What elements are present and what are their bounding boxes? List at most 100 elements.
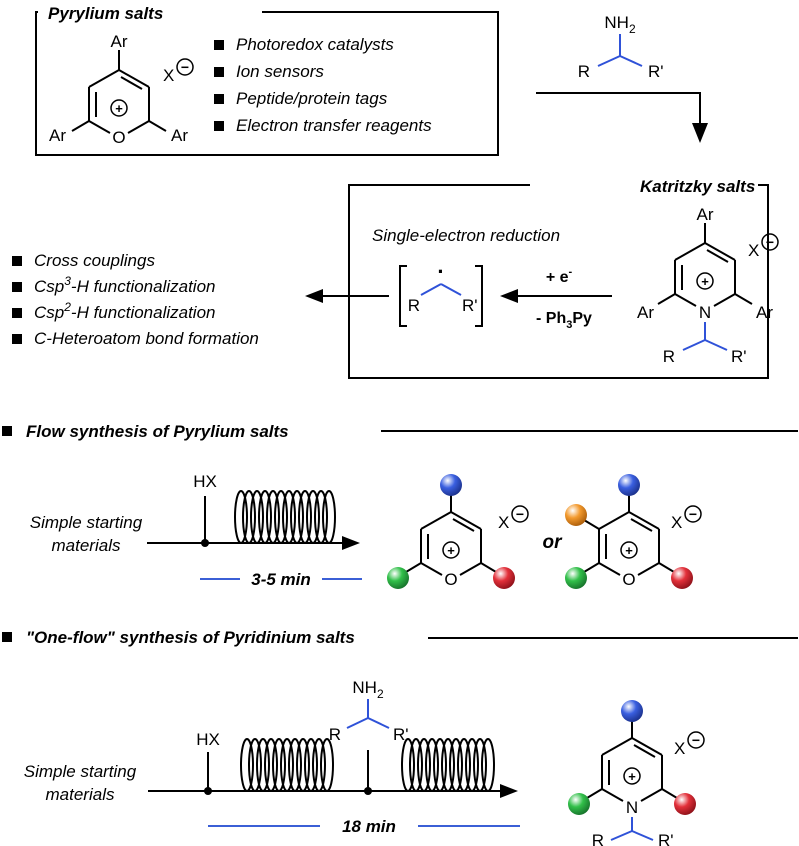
acid-reagent: HX <box>196 730 220 749</box>
square-bullet-icon <box>2 632 12 642</box>
alkyl-radical: · R R' <box>399 259 483 327</box>
katritzky-structure <box>657 223 753 307</box>
aryl-label: Ar <box>111 32 128 51</box>
start-label-line1: Simple starting <box>30 513 143 532</box>
reduction-label: Single-electron reduction <box>372 226 560 245</box>
pyrylium-box-title: Pyrylium salts <box>48 4 163 23</box>
counterion-label: X <box>748 241 759 260</box>
flow-pyridinium-heading: "One-flow" synthesis of Pyridinium salts <box>26 628 355 647</box>
sphere-icon <box>568 793 590 815</box>
counterion-label: X <box>671 513 682 532</box>
square-bullet-icon <box>214 40 224 50</box>
aryl-label: Ar <box>756 303 773 322</box>
anion-charge: − <box>516 506 524 522</box>
r-prime-group-label: R' <box>731 347 747 366</box>
residence-time: 3-5 min <box>251 570 311 589</box>
reaction-arrow-icon <box>500 784 518 798</box>
sphere-icon <box>618 474 640 496</box>
anion-charge: − <box>692 732 700 748</box>
pyrylium-product: O + X − <box>387 474 529 589</box>
r-prime-group-label: R' <box>462 296 478 315</box>
anion-charge: − <box>689 506 697 522</box>
reaction-arrow-icon <box>500 289 612 303</box>
coil-reactor-icon <box>401 738 495 792</box>
pyridinium-product: N + R R' X − <box>568 700 705 846</box>
acid-reagent: HX <box>193 472 217 491</box>
reaction-arrow-icon <box>305 289 389 303</box>
square-bullet-icon <box>214 67 224 77</box>
sphere-icon <box>493 567 515 589</box>
sphere-icon <box>565 567 587 589</box>
reaction-arrow-icon <box>342 536 360 550</box>
sphere-icon <box>440 474 462 496</box>
square-bullet-icon <box>214 121 224 131</box>
downstream-list: Cross couplings Csp3-H functionalization… <box>12 251 259 348</box>
cation-charge: + <box>447 543 455 558</box>
radical-dot: · <box>437 259 444 284</box>
r-group-label: R <box>592 831 604 846</box>
counterion-label: X <box>163 66 174 85</box>
cation-charge: + <box>701 274 709 289</box>
r-prime-group-label: R' <box>648 62 664 81</box>
r-group-label: R <box>408 296 420 315</box>
anion-charge-icon <box>176 58 194 76</box>
mixing-junction-icon <box>364 787 372 795</box>
katritzky-box-title: Katritzky salts <box>640 177 755 196</box>
flow-pyridinium-section: "One-flow" synthesis of Pyridinium salts… <box>2 628 798 846</box>
sphere-icon <box>674 793 696 815</box>
aryl-label: Ar <box>637 303 654 322</box>
pyridine-byproduct: - Ph3Py <box>536 310 592 331</box>
sphere-icon <box>671 567 693 589</box>
downstream-item: Csp2-H functionalization <box>34 300 216 322</box>
nitrogen-label: N <box>699 303 711 322</box>
counterion-label: X <box>674 739 685 758</box>
anion-charge-icon <box>687 731 705 749</box>
anion-charge: − <box>766 234 774 250</box>
square-bullet-icon <box>214 94 224 104</box>
r-prime-group-label: R' <box>658 831 674 846</box>
pyrylium-structure <box>71 50 167 134</box>
start-label-line1: Simple starting <box>24 762 137 781</box>
r-group-label: R <box>578 62 590 81</box>
square-bullet-icon <box>12 334 22 344</box>
anion-charge: − <box>181 59 189 75</box>
flow-pyrylium-section: Flow synthesis of Pyrylium salts Simple … <box>2 422 798 589</box>
application-item: Peptide/protein tags <box>236 89 388 108</box>
anion-charge-icon <box>684 505 702 523</box>
r-group-label: R <box>329 725 341 744</box>
pyrylium-product-alt: O + X − <box>565 474 702 589</box>
counterion-label: X <box>498 513 509 532</box>
pyrylium-box: Pyrylium salts Ar Ar Ar O + X − Photored… <box>35 4 499 156</box>
square-bullet-icon <box>12 282 22 292</box>
coil-reactor-icon <box>240 738 334 792</box>
nitrogen-label: N <box>626 798 638 817</box>
oxygen-label: O <box>622 570 635 589</box>
or-label: or <box>543 532 564 553</box>
cation-charge: + <box>625 543 633 558</box>
downstream-item: Cross couplings <box>34 251 155 270</box>
application-item: Electron transfer reagents <box>236 116 432 135</box>
oxygen-label: O <box>444 570 457 589</box>
downstream-item: C-Heteroatom bond formation <box>34 329 259 348</box>
aryl-label: Ar <box>171 126 188 145</box>
coil-reactor-icon <box>234 490 336 544</box>
anion-charge-icon <box>761 233 779 251</box>
cation-charge: + <box>115 101 123 116</box>
amine-nh2-label: NH2 <box>352 678 384 701</box>
r-prime-group-label: R' <box>393 725 409 744</box>
application-item: Ion sensors <box>236 62 324 81</box>
amine-nh2-label: NH2 <box>604 13 636 36</box>
residence-time: 18 min <box>342 817 396 836</box>
katritzky-box: Katritzky salts Single-electron reductio… <box>348 177 779 379</box>
aryl-label: Ar <box>697 205 714 224</box>
r-group-label: R <box>663 347 675 366</box>
downstream-item: Csp3-H functionalization <box>34 274 216 296</box>
start-label-line2: materials <box>46 785 115 804</box>
flow-pyrylium-heading: Flow synthesis of Pyrylium salts <box>26 422 289 441</box>
sphere-icon <box>621 700 643 722</box>
sphere-icon <box>387 567 409 589</box>
oxygen-label: O <box>112 128 125 147</box>
sphere-icon <box>565 504 587 526</box>
amine-reagent: NH2 R R' <box>578 13 664 81</box>
